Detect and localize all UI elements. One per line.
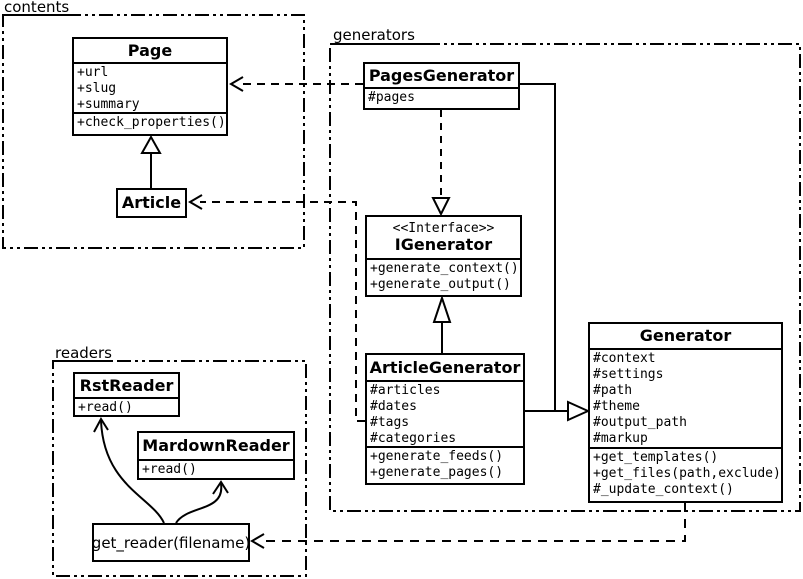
class-igenerator-header: <<Interface>> IGenerator [367,217,520,258]
arrow-generators-to-generator [520,83,591,422]
method: +get_files(path,exclude) [593,466,781,481]
class-page-methods: +check_properties() [74,112,226,134]
class-generator-attributes: #context #settings #path #theme #output_… [590,348,781,447]
class-article: Article [116,188,187,218]
class-generator: Generator #context #settings #path #them… [588,322,783,503]
class-page-attributes: +url +slug +summary [74,62,226,112]
method: +read() [78,400,133,415]
attribute: #context [593,351,656,366]
attribute: +summary [77,97,140,112]
class-mardownreader: MardownReader +read() [137,431,295,480]
method: #_update_context() [593,482,734,497]
class-igenerator-methods: +generate_context() +generate_output() [367,258,520,295]
class-igenerator-name: IGenerator [394,235,493,254]
class-generator-name: Generator [639,326,732,345]
method: +read() [142,462,197,477]
class-pagesgenerator-name: PagesGenerator [368,65,515,85]
arrow-article-to-page [140,134,162,188]
attribute: #tags [370,415,410,430]
arrow-pagesgenerator-to-page [229,76,363,92]
arrow-getreader-to-mardownreader [175,480,229,524]
arrow-articlegenerator-to-article [188,194,365,422]
package-contents-label: contents [4,0,70,16]
attribute: #path [593,383,633,398]
method: +generate_feeds() [370,449,504,464]
arrow-generator-to-getreader [250,503,686,549]
class-igenerator: <<Interface>> IGenerator +generate_conte… [365,215,522,297]
class-article-name: Article [121,193,182,212]
method: +generate_pages() [370,465,504,480]
class-articlegenerator: ArticleGenerator #articles #dates #tags … [365,353,525,485]
method: +check_properties() [77,115,226,130]
attribute: #pages [368,90,415,105]
method: +generate_output() [370,277,511,292]
class-articlegenerator-attributes: #articles #dates #tags #categories [367,380,523,446]
class-page-name: Page [127,40,173,60]
class-pagesgenerator-attributes: #pages [365,87,518,108]
class-igenerator-stereotype: <<Interface>> [392,221,495,236]
class-rstreader-name: RstReader [79,375,174,395]
class-rstreader-methods: +read() [75,397,178,415]
attribute: #categories [370,431,457,446]
attribute: #settings [593,367,664,382]
function-get-reader: get_reader(filename) [92,523,250,562]
arrow-articlegenerator-to-igenerator [432,294,452,353]
package-readers-border [52,360,307,577]
attribute: #articles [370,383,441,398]
class-articlegenerator-methods: +generate_feeds() +generate_pages() [367,446,523,483]
attribute: #output_path [593,415,687,430]
attribute: +url [77,65,109,80]
attribute: #markup [593,431,648,446]
arrow-getreader-to-rstreader [93,417,165,524]
class-mardownreader-name: MardownReader [142,436,290,455]
package-readers-label: readers [55,344,112,362]
package-contents-border [2,14,305,249]
attribute: +slug [77,81,117,96]
arrow-pagesgenerator-to-igenerator [431,110,451,217]
package-generators-label: generators [333,26,415,44]
attribute: #dates [370,399,417,414]
class-page: Page +url +slug +summary +check_properti… [72,37,228,136]
class-pagesgenerator: PagesGenerator #pages [363,62,520,110]
class-articlegenerator-name: ArticleGenerator [369,357,521,377]
class-generator-methods: +get_templates() +get_files(path,exclude… [590,447,781,501]
method: +generate_context() [370,261,519,276]
method: +get_templates() [593,450,719,465]
class-rstreader: RstReader +read() [73,372,180,417]
package-generators-border [329,43,801,512]
class-mardownreader-methods: +read() [139,459,293,478]
attribute: #theme [593,399,640,414]
